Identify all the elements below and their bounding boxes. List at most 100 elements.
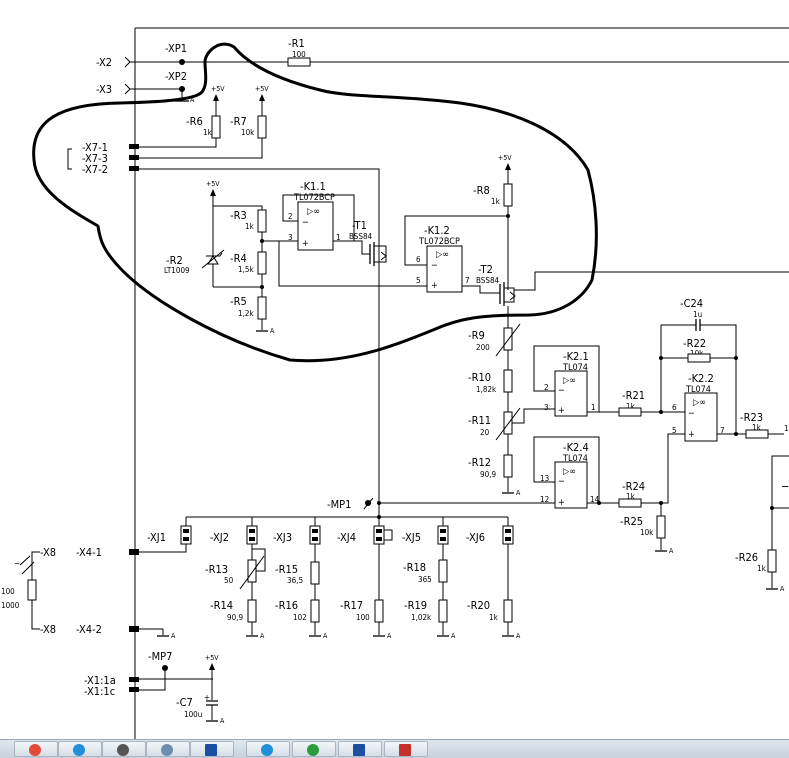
r22-resistor bbox=[687, 353, 711, 363]
x8a-label: -X8 bbox=[40, 546, 56, 559]
k22-in-plus-wire bbox=[661, 433, 685, 504]
taskbar-pdf-button[interactable] bbox=[384, 741, 428, 757]
taskbar-app-button[interactable] bbox=[102, 741, 146, 757]
k11-plus: + bbox=[302, 239, 309, 249]
k24-plus: + bbox=[558, 498, 565, 508]
k24-minus: − bbox=[558, 477, 565, 487]
xj4-wire bbox=[378, 517, 393, 600]
r23-value: 1k bbox=[752, 423, 762, 432]
k21-type: TL074 bbox=[562, 363, 588, 373]
r20-ground-label: A bbox=[516, 632, 521, 640]
xj1-wire bbox=[135, 517, 187, 553]
r5-value: 1,2k bbox=[238, 309, 254, 318]
x42-label: -X4-2 bbox=[76, 623, 102, 636]
x72-label: -X7-2 bbox=[82, 163, 108, 176]
x2-connector-icon bbox=[124, 56, 131, 68]
x7-bracket-icon bbox=[67, 148, 72, 170]
r13-value: 50 bbox=[224, 576, 234, 585]
taskbar-explorer-button[interactable] bbox=[190, 741, 234, 757]
t2-body-wire bbox=[504, 287, 515, 303]
r6-resistor bbox=[211, 115, 221, 139]
xj4-jumper-icon bbox=[373, 525, 385, 545]
x8-left-symbol: − bbox=[14, 559, 20, 568]
r8-resistor bbox=[503, 183, 513, 207]
xj2-jumper-icon bbox=[246, 525, 258, 545]
k12-feedback-wire bbox=[404, 215, 508, 266]
r9-value: 200 bbox=[476, 343, 490, 352]
k24-pin12: 12 bbox=[540, 495, 549, 504]
highlight-loop-annotation bbox=[32, 42, 598, 363]
r13-resistor bbox=[247, 559, 257, 583]
k24-symbol-icon: ▷∞ bbox=[563, 467, 576, 477]
xj2-label: -XJ2 bbox=[210, 531, 229, 544]
c24-wire bbox=[660, 324, 737, 412]
r25-label: -R25 bbox=[620, 515, 643, 528]
r14-resistor bbox=[247, 599, 257, 623]
x42-ground-wire bbox=[135, 628, 164, 635]
r4-resistor bbox=[257, 251, 267, 275]
chrome-icon bbox=[29, 744, 41, 756]
taskbar-chrome-button[interactable] bbox=[14, 741, 58, 757]
taskbar-explorer2-button[interactable] bbox=[338, 741, 382, 757]
xp2-label: -XP2 bbox=[165, 70, 187, 83]
range-wire bbox=[31, 551, 40, 630]
r1-value: 100 bbox=[292, 50, 306, 59]
r15-value: 36,5 bbox=[287, 576, 303, 585]
k12-pin6: 6 bbox=[416, 255, 421, 264]
xj6-jumper-pin2-icon bbox=[505, 537, 511, 541]
taskbar bbox=[0, 739, 789, 758]
taskbar-skype2-button[interactable] bbox=[246, 741, 290, 757]
xj4-group: -XJ4 bbox=[337, 517, 393, 600]
k22-feedback-wire bbox=[717, 358, 737, 435]
r26-ground-label: A bbox=[780, 585, 785, 593]
r25-resistor bbox=[656, 515, 666, 539]
k22-pin5: 5 bbox=[672, 426, 677, 435]
xj4-jumper-pin-icon bbox=[376, 529, 382, 533]
t2-label: -T2 bbox=[478, 263, 493, 276]
r19-value: 1,02k bbox=[411, 613, 432, 622]
explorer-icon bbox=[205, 744, 217, 756]
x41-pin-icon bbox=[129, 549, 139, 555]
t1-value: BSS84 bbox=[349, 232, 373, 241]
r16-resistor bbox=[310, 599, 320, 623]
r2-value: LT1009 bbox=[164, 266, 190, 275]
r4-label: -R4 bbox=[230, 252, 247, 265]
r6-bottom-wire bbox=[135, 138, 217, 148]
r21-value: 1k bbox=[626, 402, 636, 411]
r12-ground-label: A bbox=[516, 489, 521, 497]
k24-pin13: 13 bbox=[540, 474, 549, 483]
taskbar-spotify-button[interactable] bbox=[292, 741, 336, 757]
c24-label: -C24 bbox=[680, 297, 703, 310]
r18-resistor bbox=[438, 559, 448, 583]
explorer-icon bbox=[353, 744, 365, 756]
xj6-label: -XJ6 bbox=[466, 531, 485, 544]
c24-value: 1u bbox=[693, 310, 702, 319]
r3-label: -R3 bbox=[230, 209, 247, 222]
r3-value: 1k bbox=[245, 222, 255, 231]
k12-label: -K1.2 bbox=[424, 224, 450, 237]
r12-label: -R12 bbox=[468, 456, 491, 469]
x1-wire bbox=[135, 678, 213, 691]
r1-resistor bbox=[287, 57, 311, 67]
r22-label: -R22 bbox=[683, 337, 706, 350]
r6-value: 1k bbox=[203, 128, 213, 137]
k21-minus: − bbox=[558, 386, 565, 396]
k22-pin7: 7 bbox=[720, 426, 725, 435]
r7-bottom-wire bbox=[135, 138, 263, 159]
taskbar-skype-button[interactable] bbox=[58, 741, 102, 757]
r26-edge-label: − bbox=[781, 480, 789, 493]
r7-supply-label: +5V bbox=[255, 85, 269, 93]
c24-capacitor-icon bbox=[695, 319, 701, 331]
xp2-ground-label: A bbox=[190, 96, 195, 104]
ref-supply-label: +5V bbox=[206, 180, 220, 188]
xj2-jumper-pin-icon bbox=[249, 529, 255, 533]
r16-ground-label: A bbox=[323, 632, 328, 640]
app-icon bbox=[117, 744, 129, 756]
r13-wiper-wire bbox=[252, 548, 266, 572]
c7-plus: + bbox=[204, 693, 210, 702]
k21-symbol-icon: ▷∞ bbox=[563, 376, 576, 386]
k24-type: TL074 bbox=[562, 454, 588, 464]
taskbar-media-button[interactable] bbox=[146, 741, 190, 757]
r18-value: 365 bbox=[418, 575, 432, 584]
